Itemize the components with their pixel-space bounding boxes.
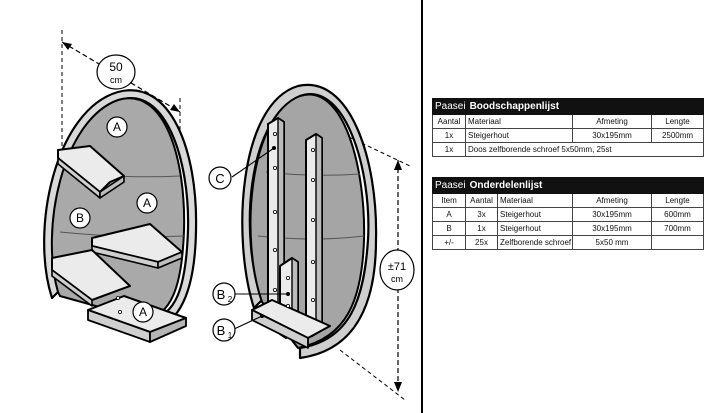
label-c: C xyxy=(208,166,232,190)
shopping-list-title-prefix: Paasei xyxy=(435,100,466,112)
label-a-middle: A xyxy=(136,192,158,214)
parts-list-title: Onderdelenlijst xyxy=(469,179,543,191)
width-unit: cm xyxy=(110,75,122,85)
svg-text:1: 1 xyxy=(228,331,233,340)
shopping-list-title: Boodschappenlijst xyxy=(469,100,560,112)
egg-shelf-drawing: 50 cm A A B A xyxy=(43,30,415,401)
col-header-material: Materiaal xyxy=(465,114,573,129)
table-row: A 3x Steigerhout 30x195mm 600mm xyxy=(432,207,705,222)
width-value: 50 xyxy=(109,60,123,74)
svg-text:C: C xyxy=(215,171,224,186)
svg-text:B: B xyxy=(217,287,226,302)
parts-list-header: Item Aantal Materiaal Afmeting Lengte xyxy=(432,193,705,208)
egg-shelf-front-view xyxy=(43,30,198,343)
table-row: B 1x Steigerhout 30x195mm 700mm xyxy=(432,221,705,236)
svg-text:A: A xyxy=(143,196,151,210)
table-row: 1x Steigerhout 30x195mm 2500mm xyxy=(432,128,705,143)
table-row: 1x Doos zelfborende schroef 5x50mm, 25st xyxy=(432,142,705,157)
width-dimension: 50 cm xyxy=(96,54,136,90)
table-row: +/- 25x Zelfborende schroef 5x50 mm xyxy=(432,235,705,250)
svg-text:A: A xyxy=(139,305,147,319)
label-a-bottom: A xyxy=(132,301,154,323)
col-header-size: Afmeting xyxy=(572,114,652,129)
svg-text:B: B xyxy=(217,323,226,338)
parts-list-title-prefix: Paasei xyxy=(435,179,466,191)
col-header-qty: Aantal xyxy=(432,114,466,129)
label-b-front: B xyxy=(69,207,91,229)
shopping-list-header: Aantal Materiaal Afmeting Lengte xyxy=(432,114,705,129)
label-a-top: A xyxy=(106,116,128,138)
page-divider xyxy=(421,0,423,413)
svg-text:A: A xyxy=(113,120,121,134)
label-b1: B 1 xyxy=(212,318,236,342)
col-header-length: Lengte xyxy=(650,193,705,208)
svg-text:2: 2 xyxy=(228,295,233,304)
col-header-material: Materiaal xyxy=(497,193,573,208)
col-header-size: Afmeting xyxy=(572,193,652,208)
col-header-length: Lengte xyxy=(650,114,705,129)
col-header-item: Item xyxy=(432,193,466,208)
col-header-qty: Aantal xyxy=(465,193,498,208)
height-dimension: ±71 cm xyxy=(379,249,415,291)
egg-shelf-back-view xyxy=(231,83,411,401)
height-unit: cm xyxy=(391,274,403,284)
height-value: ±71 xyxy=(388,261,406,273)
svg-text:B: B xyxy=(76,211,84,225)
label-b2: B 2 xyxy=(212,282,236,306)
